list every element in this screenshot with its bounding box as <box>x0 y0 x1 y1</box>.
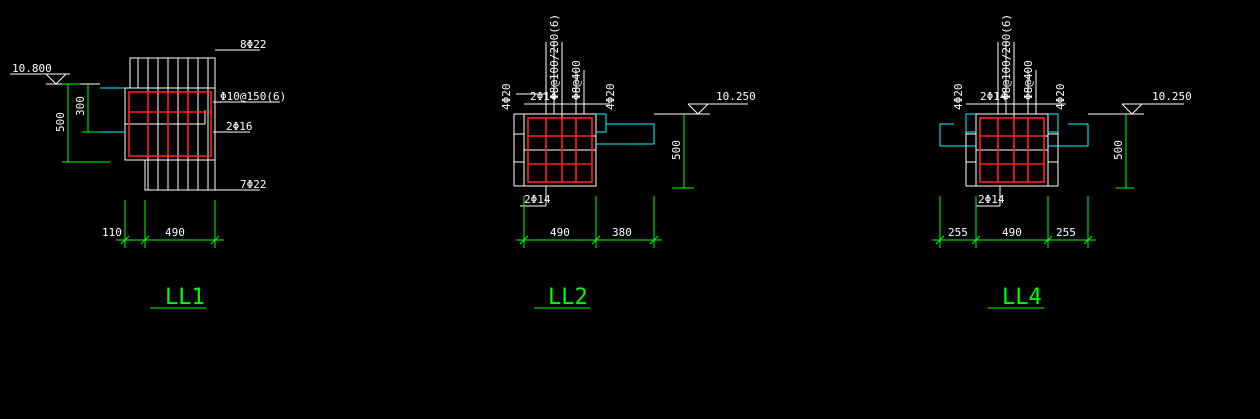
ll4-dim-right: 255 <box>1056 226 1076 239</box>
ll1-top-bars: 8Φ22 <box>240 38 267 51</box>
ll2-slab <box>596 113 655 145</box>
ll4-rebar <box>979 117 1045 183</box>
ll2-title: LL2 <box>548 285 588 310</box>
ll4-elevation-label: 10.250 <box>1152 90 1192 103</box>
ll1-slab <box>100 87 125 133</box>
ll2-top-stirrup: Φ8@100/200(6) <box>548 14 561 100</box>
section-ll2: 10.250 500 490 380 4Φ20 2Φ14 Φ8@100/200(… <box>500 14 756 310</box>
ll1-dim-left: 110 <box>102 226 122 239</box>
ll4-dim-height: 500 <box>1112 140 1125 160</box>
ll2-dimensions <box>516 114 694 248</box>
ll4-top-mid: Φ8@400 <box>1022 60 1035 100</box>
ll1-bottom-bars: 7Φ22 <box>240 178 267 191</box>
ll2-rebar <box>527 117 593 183</box>
ll2-dim-height: 500 <box>670 140 683 160</box>
ll4-elevation-marker <box>1088 103 1184 115</box>
ll1-title: LL1 <box>165 285 205 310</box>
ll1-outline <box>124 49 280 191</box>
ll4-left-corner: 4Φ20 <box>952 84 965 111</box>
ll1-dimensions <box>62 83 224 248</box>
ll1-rebar <box>128 91 212 157</box>
ll1-elevation-marker <box>10 73 100 85</box>
ll4-top-small: 2Φ14 <box>980 90 1007 103</box>
ll4-top-stirrup: Φ8@100/200(6) <box>1000 14 1013 100</box>
ll1-side-bars: 2Φ16 <box>226 120 253 133</box>
ll1-dim-slab: 300 <box>74 96 87 116</box>
ll1-stirrup: Φ10@150(6) <box>220 90 286 103</box>
ll2-elevation-label: 10.250 <box>716 90 756 103</box>
ll2-top-small: 2Φ14 <box>530 90 557 103</box>
ll1-elevation-label: 10.800 <box>12 62 52 75</box>
ll4-dim-left: 255 <box>948 226 968 239</box>
ll2-top-mid: Φ8@400 <box>570 60 583 100</box>
ll4-right-corner: 4Φ20 <box>1054 84 1067 111</box>
ll2-right-corner: 4Φ20 <box>604 84 617 111</box>
ll4-bottom-small: 2Φ14 <box>978 193 1005 206</box>
ll1-dim-width: 490 <box>165 226 185 239</box>
ll4-dimensions <box>932 114 1134 248</box>
ll2-elevation-marker <box>654 103 748 115</box>
section-ll1: 10.800 500 300 110 490 8Φ22 Φ10@150(6) 2… <box>10 38 286 310</box>
ll4-slab <box>939 113 1089 147</box>
ll4-title: LL4 <box>1002 285 1042 310</box>
ll1-dim-height: 500 <box>54 112 67 132</box>
ll2-dim-right: 380 <box>612 226 632 239</box>
ll2-bottom-small: 2Φ14 <box>524 193 551 206</box>
ll4-dim-width: 490 <box>1002 226 1022 239</box>
section-ll4: 10.250 500 255 490 255 4Φ20 2Φ14 Φ8@100/… <box>932 14 1192 310</box>
ll2-outline <box>513 42 610 207</box>
ll2-dim-width: 490 <box>550 226 570 239</box>
ll2-left-corner: 4Φ20 <box>500 84 513 111</box>
